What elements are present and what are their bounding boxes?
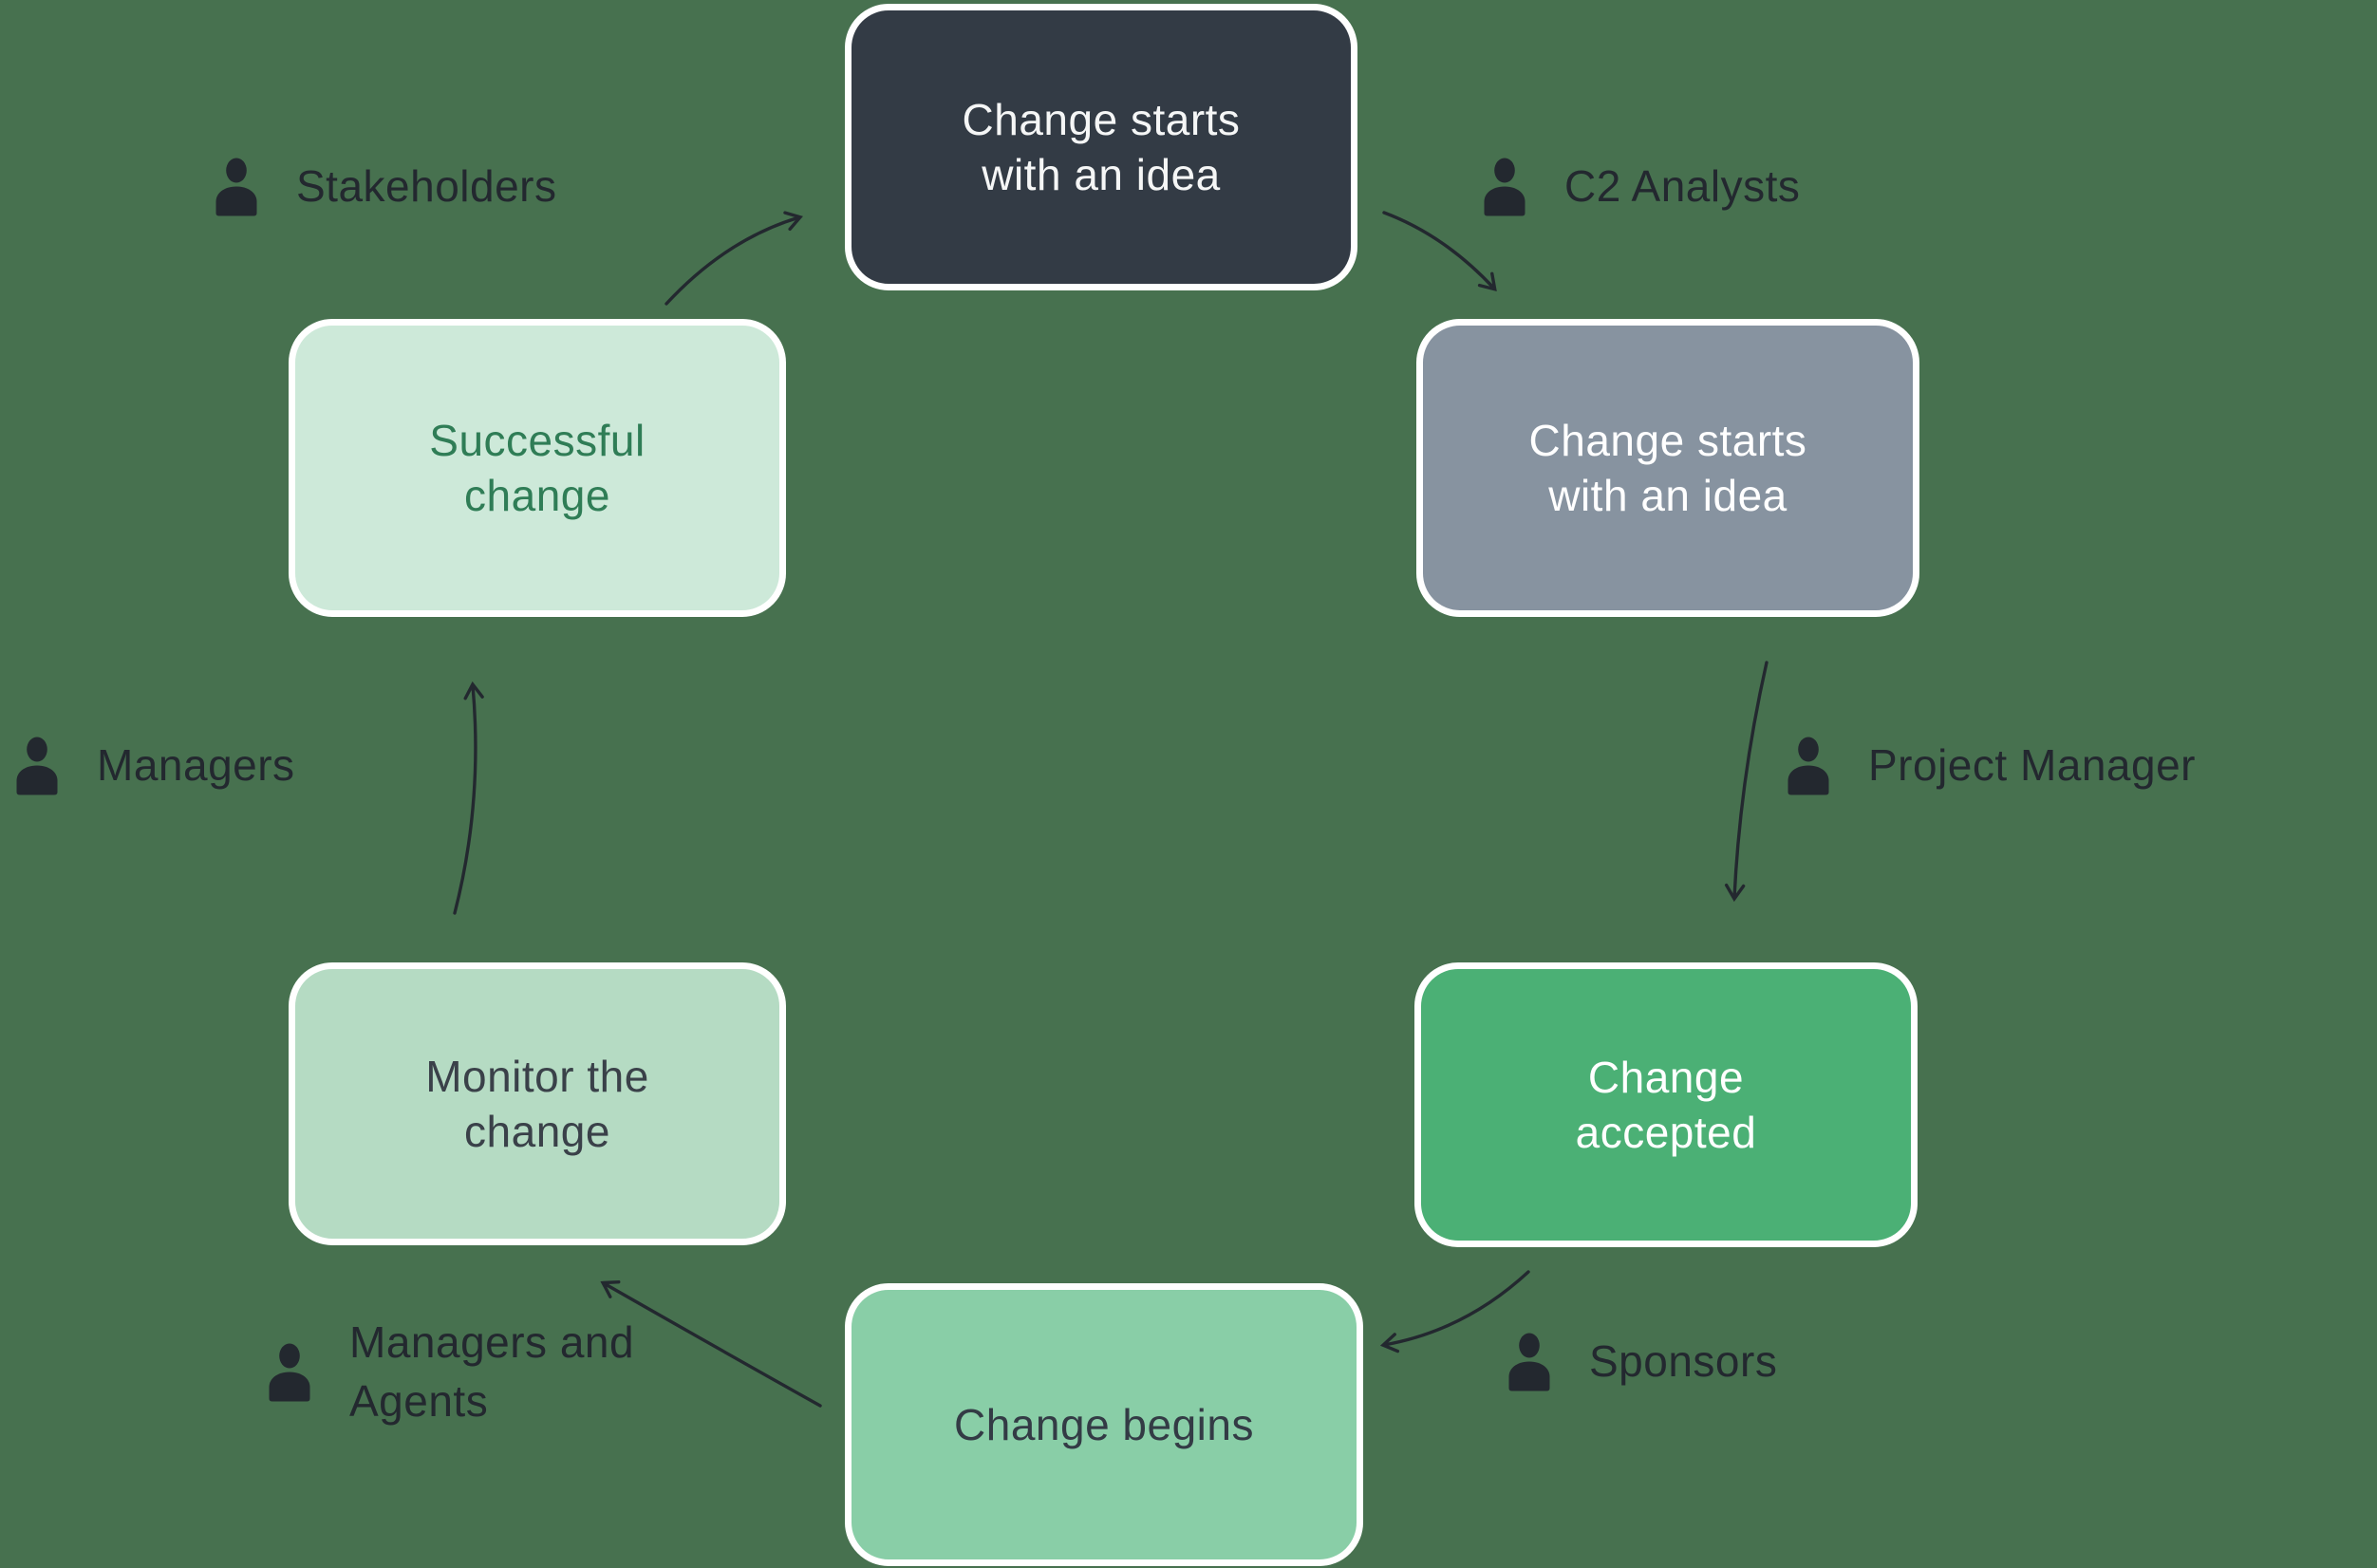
actor-stakeholders: Stakeholders [211, 157, 557, 216]
actor-label: Sponsors [1589, 1336, 1778, 1387]
actor-label: Managers and Agents [349, 1317, 635, 1427]
node-change-starts-with-an-idea-right: Change starts with an idea [1416, 319, 1919, 617]
arrow-monitor-to-successful [453, 681, 484, 915]
node-label: Change begins [954, 1399, 1254, 1449]
node-label: Change starts with an idea [1528, 415, 1807, 520]
node-label: Change starts with an idea [962, 94, 1241, 199]
arrow-successful-to-idea-top [664, 211, 803, 306]
node-change-accepted: Change accepted [1414, 962, 1918, 1247]
node-successful-change: Successful change [289, 319, 786, 617]
actor-c2-analysts: C2 Analysts [1479, 157, 1800, 216]
actor-label: Stakeholders [296, 161, 557, 212]
person-icon [1787, 737, 1829, 795]
node-label: Successful change [429, 415, 646, 520]
person-icon [1484, 158, 1525, 216]
person-icon [1508, 1333, 1550, 1391]
person-icon [269, 1343, 310, 1402]
actor-label: Project Manager [1868, 740, 2196, 791]
node-label: Change accepted [1575, 1052, 1757, 1157]
person-icon [215, 158, 257, 216]
node-change-starts-with-an-idea-top: Change starts with an idea [845, 4, 1357, 290]
actor-label: Managers [97, 740, 295, 791]
actor-managers: Managers [11, 736, 295, 795]
actor-project-manager: Project Manager [1783, 736, 2196, 795]
actor-sponsors: Sponsors [1504, 1332, 1777, 1391]
arrow-idea-top-to-idea-right [1382, 211, 1497, 292]
actor-label: C2 Analysts [1564, 161, 1801, 212]
node-change-begins: Change begins [845, 1283, 1363, 1566]
node-monitor-the-change: Monitor the change [289, 962, 786, 1245]
arrow-idea-right-to-accepted [1724, 661, 1769, 903]
node-label: Monitor the change [425, 1051, 649, 1156]
arrow-begins-to-monitor [600, 1279, 822, 1408]
actor-managers-and-agents: Managers and Agents [264, 1313, 634, 1430]
person-icon [16, 737, 58, 795]
